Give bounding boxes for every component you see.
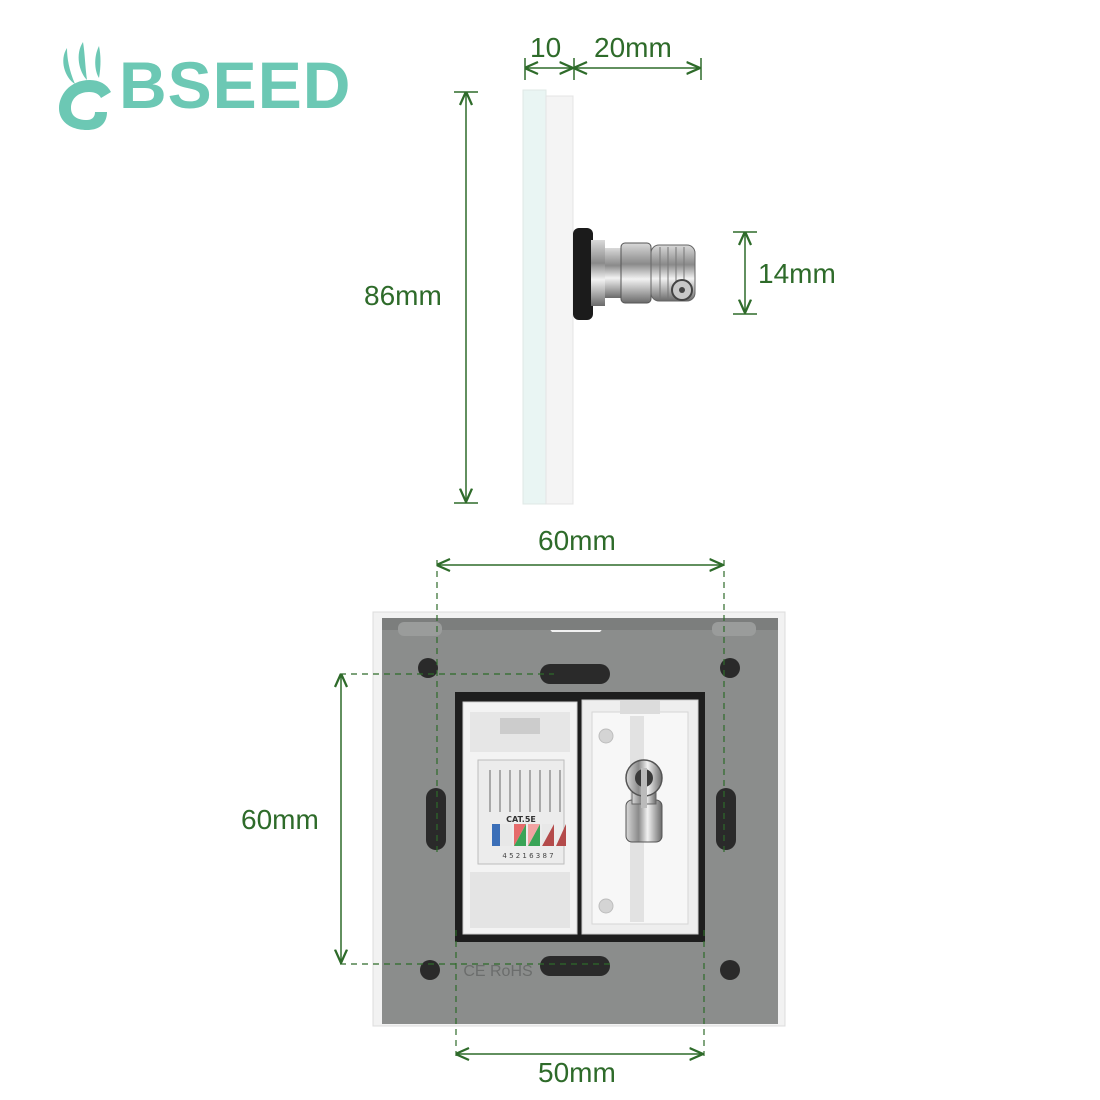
dim-label-inner-width: 50mm xyxy=(538,1057,616,1088)
slot-hole xyxy=(540,956,610,976)
side-view xyxy=(454,58,757,505)
slot-hole xyxy=(426,788,446,850)
dim-label-height: 86mm xyxy=(364,280,442,311)
dim-label-thickness-front: 10 xyxy=(530,32,562,63)
dim-label-outer-width: 60mm xyxy=(538,525,616,556)
coax-module xyxy=(581,699,699,935)
screw-hole xyxy=(720,960,740,980)
back-view: CAT.5E 4 5 2 1 6 3 8 7 CE RoHS xyxy=(340,560,786,1056)
screw-hole xyxy=(420,960,440,980)
back-plate xyxy=(545,95,574,505)
cat-label: CAT.5E xyxy=(506,815,536,824)
brand-name: BSEED xyxy=(119,48,352,122)
certification-mark: CE RoHS xyxy=(463,963,532,980)
dim-label-thickness-back: 20mm xyxy=(594,32,672,63)
slot-hole xyxy=(716,788,736,850)
rj45-keystone: CAT.5E 4 5 2 1 6 3 8 7 xyxy=(462,701,578,935)
dim-label-connector-diameter: 14mm xyxy=(758,258,836,289)
brand-logo: BSEED xyxy=(55,40,350,130)
glass-panel xyxy=(522,89,547,505)
slot-hole xyxy=(540,664,610,684)
bunny-logo-icon xyxy=(59,42,111,130)
dim-label-outer-height: 60mm xyxy=(241,804,319,835)
screw-hole xyxy=(720,658,740,678)
pin-numbers: 4 5 2 1 6 3 8 7 xyxy=(502,852,553,860)
screw-hole xyxy=(418,658,438,678)
coax-connector-side xyxy=(573,228,696,320)
